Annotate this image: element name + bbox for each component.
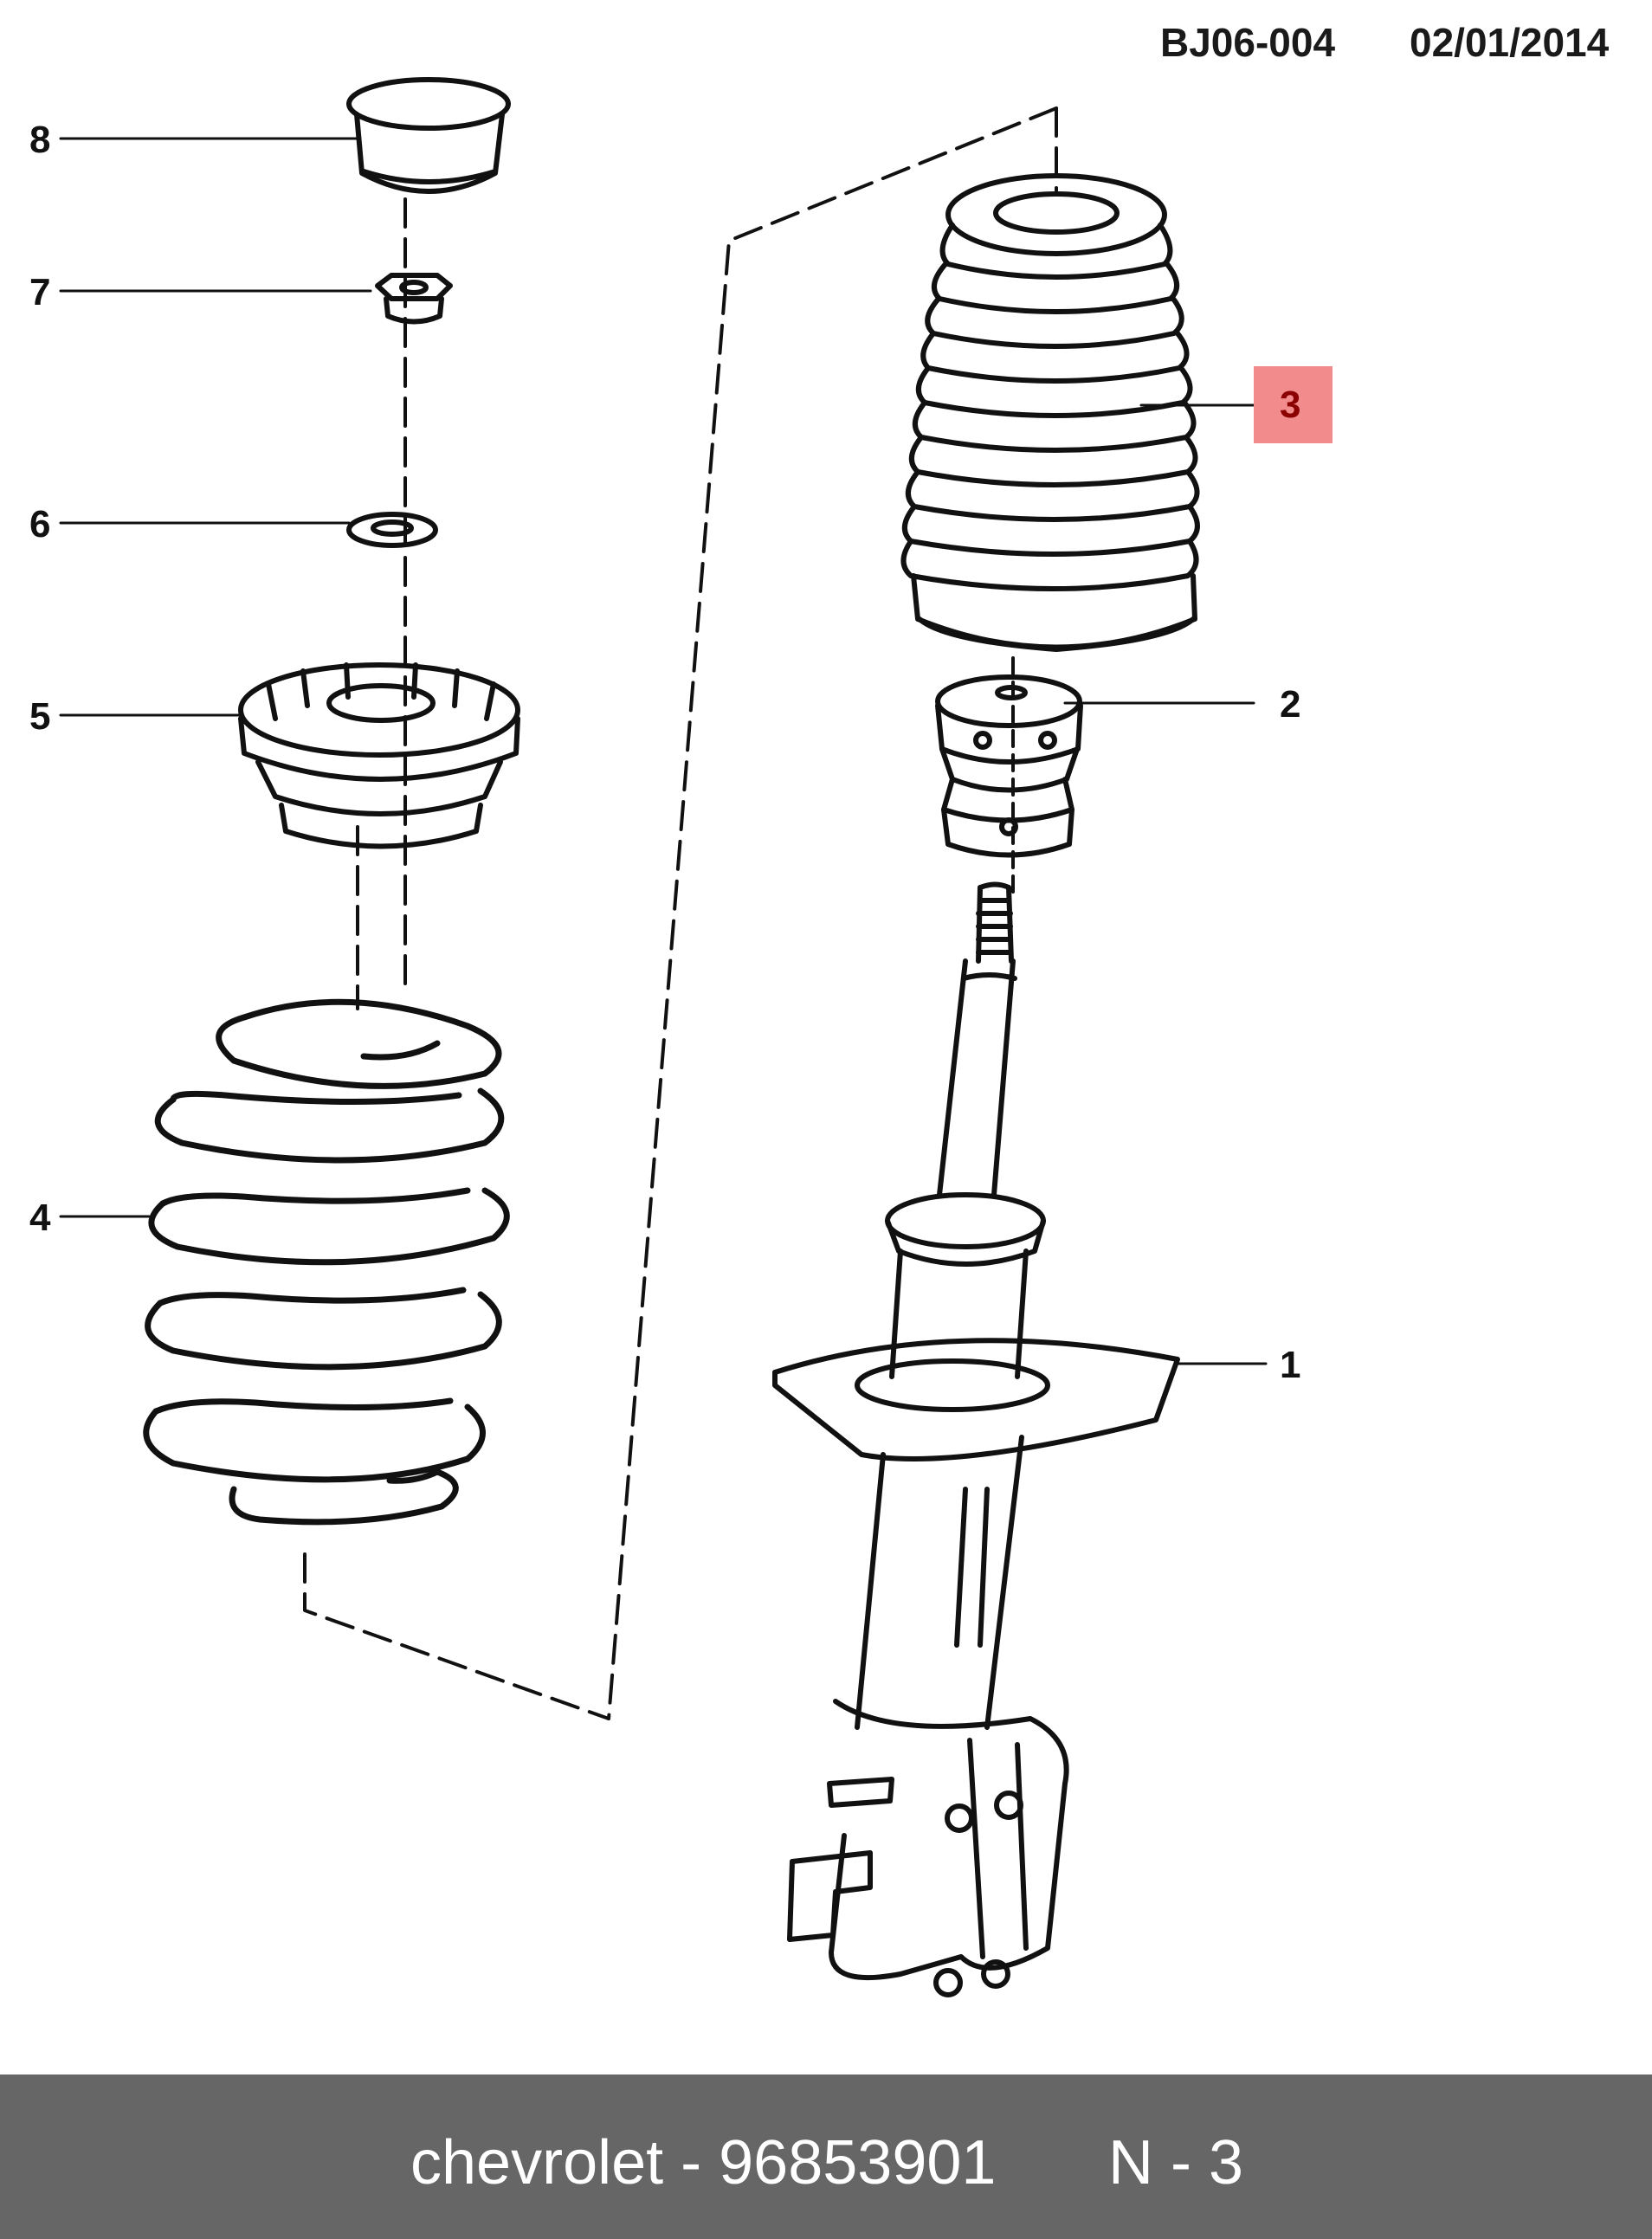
callout-3: 3: [1280, 384, 1301, 426]
footer-part-number: chevrolet - 96853901: [410, 2128, 997, 2197]
leader-lines: [59, 137, 1268, 1365]
callout-1: 1: [1280, 1344, 1301, 1386]
part-1-strut-assembly: [772, 881, 1180, 1997]
callout-6: 6: [29, 503, 51, 545]
part-7-nut: [375, 273, 453, 325]
part-6-washer: [346, 512, 438, 548]
callout-3-highlight: [1254, 366, 1333, 443]
part-3-dust-boot: [900, 173, 1200, 652]
callout-8: 8: [29, 119, 51, 161]
footer-reference: N - 3: [1108, 2128, 1244, 2197]
callout-5: 5: [29, 695, 51, 738]
drawing-code: BJ06-004: [1160, 20, 1336, 65]
part-8-cap: [346, 77, 511, 194]
callout-4: 4: [29, 1197, 51, 1239]
footer-bar: [0, 2074, 1652, 2239]
part-2-bump-stop: [935, 674, 1083, 858]
drawing-date: 02/01/2014: [1410, 20, 1610, 65]
callout-7: 7: [29, 271, 51, 313]
callout-2: 2: [1280, 683, 1301, 726]
part-4-coil-spring: [143, 998, 510, 1526]
part-5-top-mount: [238, 662, 520, 849]
